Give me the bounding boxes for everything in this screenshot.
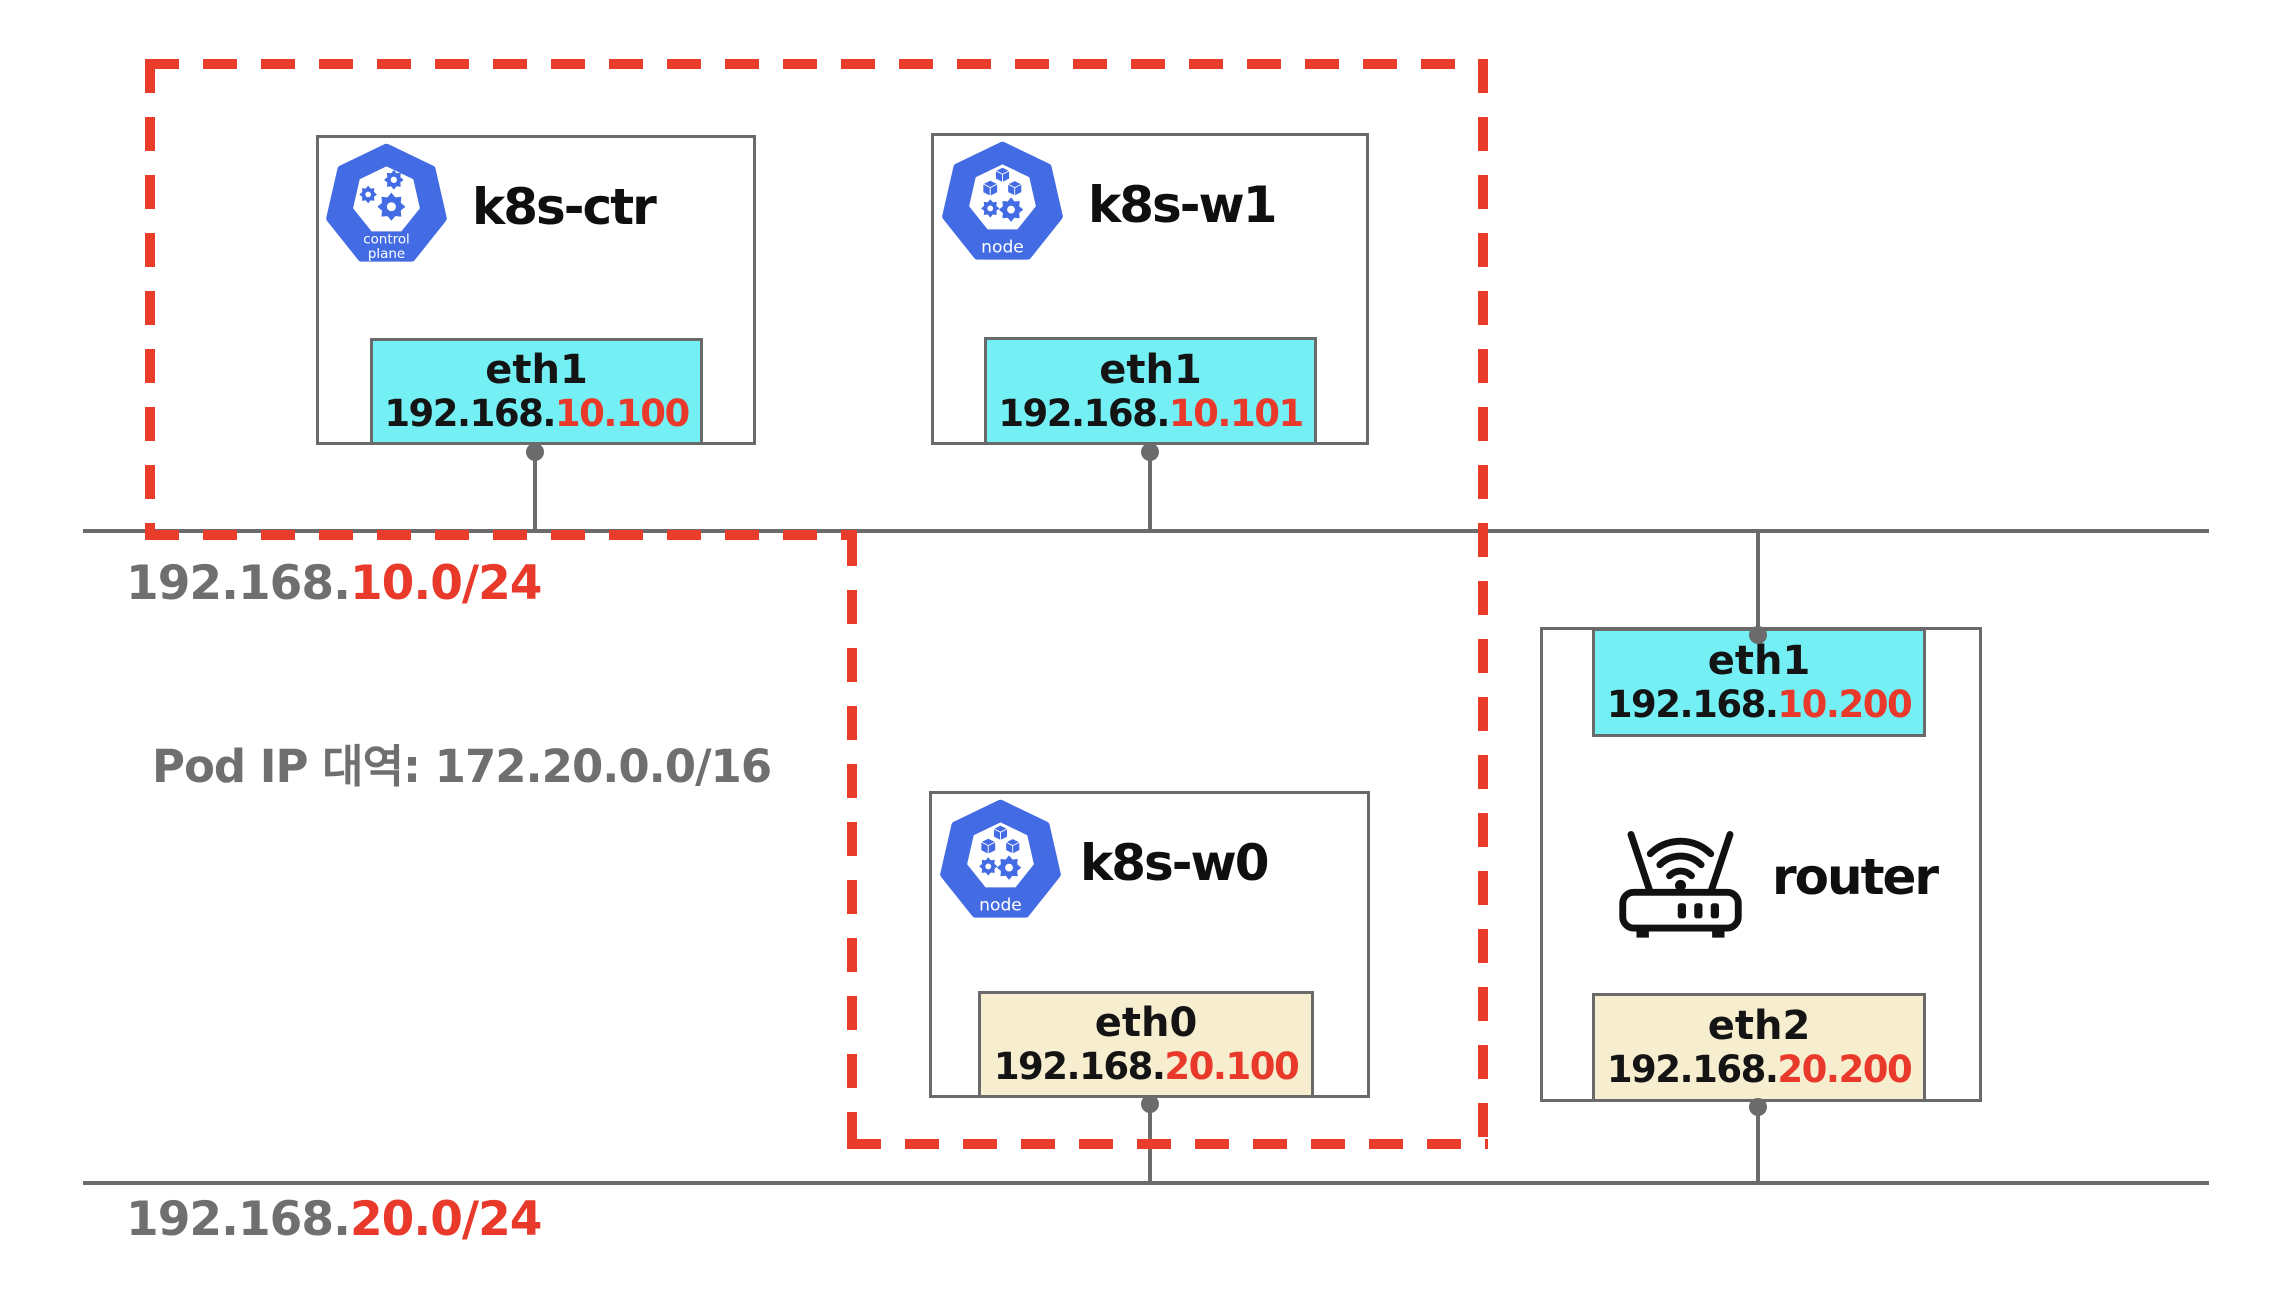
cluster-boundary-top — [145, 59, 1488, 69]
node-icon-w1: node — [934, 135, 1071, 272]
connection-dot-ctr — [526, 443, 544, 461]
connection-dot-router-eth1 — [1749, 626, 1767, 644]
control-plane-icon-label-1: control — [363, 232, 410, 247]
node-title-k8s-w1: k8s-w1 — [1088, 176, 1278, 234]
node-title-router: router — [1772, 848, 1939, 906]
node-icon-label: node — [981, 237, 1024, 257]
node-title-k8s-ctr: k8s-ctr — [472, 178, 657, 236]
cluster-boundary-bottom — [847, 1139, 1488, 1149]
cluster-boundary-left — [145, 59, 155, 540]
connection-dot-w1 — [1141, 443, 1159, 461]
connector-router-net20 — [1756, 1100, 1760, 1184]
interface-name: eth1 — [1099, 346, 1202, 393]
connector-router-net10 — [1756, 531, 1760, 631]
connector-ctr-net10 — [533, 443, 537, 533]
interface-name: eth1 — [1707, 638, 1811, 685]
interface-name: eth0 — [1094, 1000, 1198, 1047]
interface-name: eth1 — [485, 347, 588, 394]
cluster-boundary-mid-horizontal — [145, 530, 857, 540]
network-line-10 — [83, 529, 2209, 533]
connector-w1-net10 — [1148, 443, 1152, 533]
interface-box-router-eth2: eth2 192.168.20.200 — [1592, 993, 1926, 1102]
subnet-label-20: 192.168.20.0/24 — [126, 1192, 542, 1247]
interface-ip: 192.168.10.100 — [384, 392, 690, 436]
interface-ip: 192.168.10.200 — [1606, 683, 1913, 727]
node-title-k8s-w0: k8s-w0 — [1080, 834, 1270, 892]
node-icon-label: node — [979, 895, 1022, 915]
connection-dot-w0 — [1141, 1095, 1159, 1113]
interface-box-router-eth1: eth1 192.168.10.200 — [1592, 628, 1926, 737]
interface-name: eth2 — [1707, 1003, 1811, 1050]
interface-ip: 192.168.20.100 — [993, 1045, 1300, 1089]
pod-ip-range-label: Pod IP 대역: 172.20.0.0/16 — [152, 740, 772, 793]
interface-box-w0-eth0: eth0 192.168.20.100 — [978, 991, 1314, 1098]
interface-ip: 192.168.20.200 — [1606, 1048, 1913, 1092]
interface-box-w1-eth1: eth1 192.168.10.101 — [984, 337, 1317, 445]
control-plane-icon-label-2: plane — [368, 247, 405, 262]
cluster-boundary-mid-vertical — [847, 532, 857, 1144]
connection-dot-router-eth2 — [1749, 1098, 1767, 1116]
router-icon — [1619, 831, 1742, 938]
interface-ip: 192.168.10.101 — [998, 391, 1304, 435]
node-icon-w0: node — [932, 793, 1069, 930]
network-line-20 — [83, 1181, 2209, 1185]
control-plane-icon: control plane — [318, 137, 455, 262]
cluster-boundary-right — [1478, 59, 1488, 1149]
interface-box-ctr-eth1: eth1 192.168.10.100 — [370, 338, 703, 445]
subnet-label-10: 192.168.10.0/24 — [126, 556, 542, 611]
